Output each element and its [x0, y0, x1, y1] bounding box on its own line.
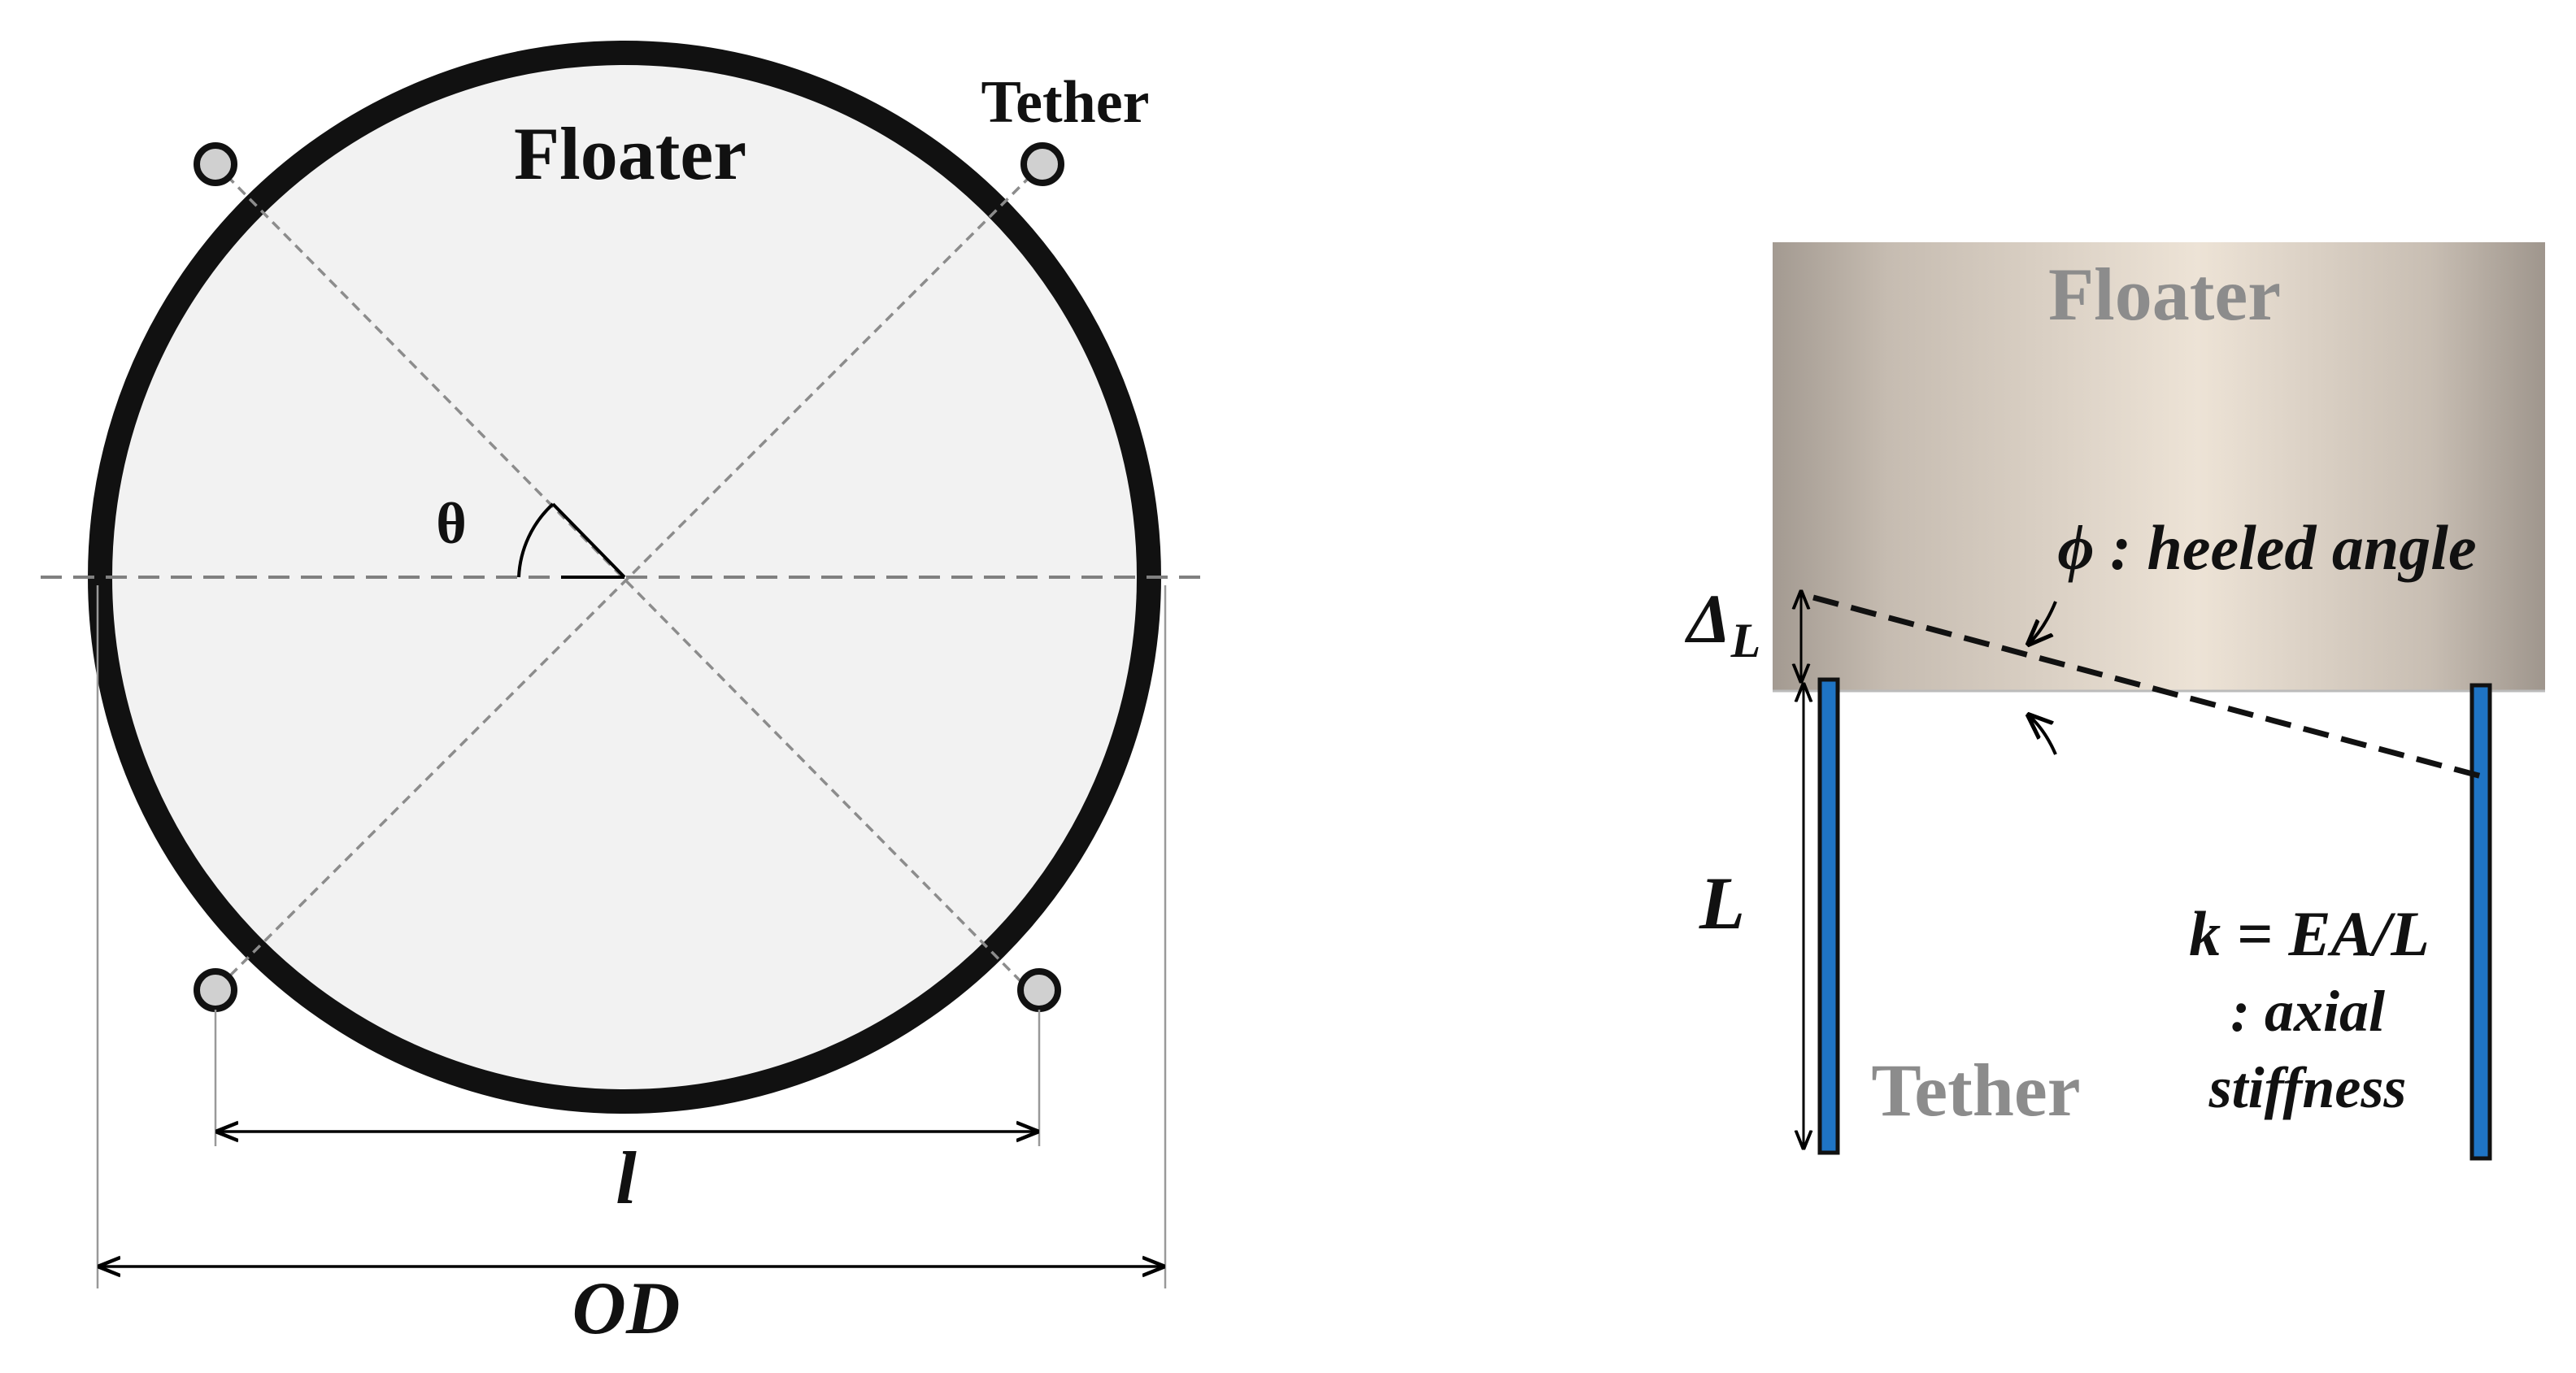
heel-angle-arrow-top: [2029, 601, 2057, 644]
stiffness-formula: k = EA/L: [2189, 898, 2430, 969]
floater-cylinder: [1773, 242, 2545, 691]
delta-l-label: ΔL: [1685, 580, 1761, 667]
tether-left: [1817, 677, 1840, 1155]
length-label: L: [1699, 862, 1745, 945]
tether-dot-bottom-left: [194, 968, 237, 1012]
plan-tether-label: Tether: [981, 69, 1150, 136]
theta-label: θ: [436, 491, 467, 556]
plan-view: Floater Tether θ l OD: [41, 41, 1210, 1349]
od-label: OD: [572, 1267, 681, 1349]
tether-dot-top-right: [1020, 142, 1064, 186]
plan-floater-label: Floater: [514, 112, 746, 195]
angle-arc: [517, 502, 555, 578]
tether-dot-bottom-right: [1017, 968, 1061, 1012]
side-view: Floater ϕ : heeled angle ΔL L k = EA/L :…: [1685, 242, 2545, 1161]
stiffness-desc-2: stiffness: [2208, 1055, 2407, 1120]
tether-dot-top-left: [194, 142, 237, 186]
side-floater-label: Floater: [2048, 253, 2281, 336]
angle-ref-line: [551, 502, 626, 579]
heel-angle-label: ϕ : heeled angle: [2057, 512, 2476, 583]
tether-right: [2469, 683, 2492, 1161]
heel-angle-arrow-bottom: [2029, 715, 2057, 755]
stiffness-desc-1: : axial: [2230, 979, 2385, 1044]
spacing-label: l: [616, 1136, 637, 1219]
side-tether-label: Tether: [1871, 1049, 2080, 1132]
